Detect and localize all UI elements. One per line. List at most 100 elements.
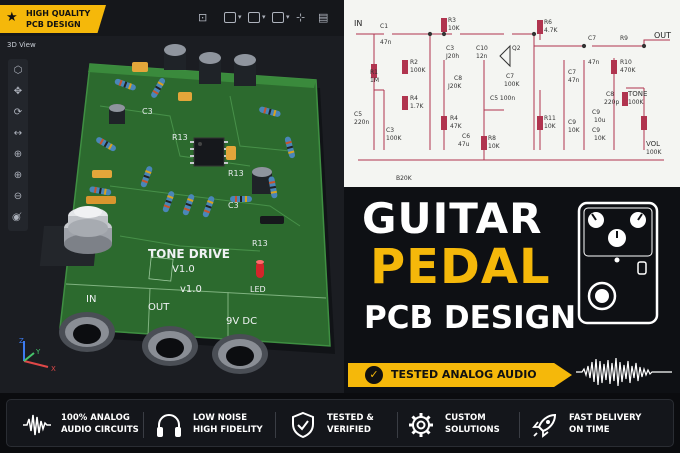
resistors <box>89 78 296 218</box>
footswitch <box>39 206 112 266</box>
tested-label: TESTED ANALOG AUDIO <box>391 368 537 381</box>
schem-val: 1M <box>370 77 379 84</box>
ruler-icon[interactable]: ⟋ <box>14 212 22 223</box>
board-version-1: V1.0 <box>172 264 195 275</box>
eye-icon[interactable]: ◉ <box>12 212 21 223</box>
input-jack <box>59 312 115 352</box>
title-panel: GUITAR PEDAL PCB DESIGN ✓ TESTED ANALOG … <box>344 187 680 393</box>
schem-vol-value: 100K <box>646 149 662 156</box>
schem-val: 10K <box>568 127 581 134</box>
schem-ref: C9 <box>592 127 600 134</box>
schem-ref: R11 <box>544 115 556 122</box>
transistor-symbol <box>499 44 511 68</box>
schem-ref: R3 <box>448 17 456 24</box>
axis-y-label: Y <box>35 348 41 356</box>
view-label: 3D View <box>7 41 36 49</box>
move-icon[interactable]: ✥ <box>13 86 23 97</box>
badge-line2: PCB DESIGN <box>26 20 81 29</box>
schem-val: 47n <box>588 59 600 66</box>
schem-val: 4.7K <box>544 27 559 34</box>
schem-bottom-label: B20K <box>396 175 413 182</box>
schem-val: 10K <box>544 123 557 130</box>
ref-c3-a: C3 <box>142 107 153 116</box>
pcb-render: R13 C3 R13 C3 R13 TONE DRIVE V1.0 v1.0 L… <box>39 44 335 374</box>
schem-val: J20h <box>445 53 459 60</box>
camera-view-icon[interactable]: ⊡ <box>198 10 208 24</box>
feature-delivery-line1: FAST DELIVERY <box>569 413 642 423</box>
ref-r13-a: R13 <box>172 133 188 142</box>
view-cube-dropdown[interactable]: ▾ <box>224 9 242 25</box>
zoom-in-icon[interactable]: ⊕ <box>13 170 23 181</box>
schem-ref: C6 <box>462 133 470 140</box>
schem-ref: R2 <box>410 59 418 66</box>
output-jack <box>142 326 198 366</box>
settings-panel-icon[interactable]: ▤ <box>318 10 329 24</box>
display-mode-dropdown[interactable]: ▾ <box>248 9 266 25</box>
schem-val: 10K <box>488 143 501 150</box>
schem-val: 220n <box>354 119 369 126</box>
pcb-3d-viewer[interactable]: ★ HIGH QUALITY PCB DESIGN ⊡ ▾ ▾ ▾ ⊹ ▤ 3D… <box>0 0 344 393</box>
layer-dropdown[interactable]: ▾ <box>272 9 290 25</box>
rocket-icon <box>532 413 557 438</box>
feature-noise-line2: HIGH FIDELITY <box>193 425 263 435</box>
schem-val: 47n <box>380 39 392 46</box>
led-label: LED <box>250 285 266 294</box>
schem-val: 10K <box>594 135 607 142</box>
feature-analog-line1: 100% ANALOG <box>61 413 130 423</box>
rotate-icon[interactable]: ⟳ <box>13 107 23 118</box>
schem-ref: C9 <box>592 109 600 116</box>
feature-noise-line1: LOW NOISE <box>193 413 248 423</box>
schem-val: 100K <box>504 81 520 88</box>
tested-analog-banner: ✓ TESTED ANALOG AUDIO <box>348 363 572 387</box>
fit-view-icon[interactable]: ⊹ <box>296 10 306 24</box>
feature-delivery-line2: ON TIME <box>569 425 610 435</box>
schem-ref: C7 <box>588 35 596 42</box>
schem-in-label: IN <box>354 19 362 28</box>
schem-tone-label: TONE <box>627 90 647 98</box>
schem-tone-value: 100K <box>628 99 644 106</box>
feature-divider <box>143 412 144 438</box>
shield-check-icon <box>292 411 314 439</box>
measure-icon[interactable]: ↔ <box>13 128 23 139</box>
waveform-icon <box>23 414 51 436</box>
led <box>256 260 264 278</box>
check-circle-icon: ✓ <box>365 366 383 384</box>
schem-ref: R6 <box>544 19 552 26</box>
power-jack <box>212 334 268 374</box>
schem-val: J20K <box>447 83 462 90</box>
board-version-2: v1.0 <box>180 284 202 295</box>
features-bar: 100% ANALOG AUDIO CIRCUITS LOW NOISE HIG… <box>0 393 680 453</box>
schem-val: 12n <box>476 53 488 60</box>
feature-custom-line1: CUSTOM <box>445 413 486 423</box>
jack-power-label: 9V DC <box>226 316 257 327</box>
feature-tested-line1: TESTED & <box>327 413 374 423</box>
feature-divider <box>275 412 276 438</box>
schem-ref: C10 <box>476 45 488 52</box>
zoom-out-icon[interactable]: ⊖ <box>13 191 23 202</box>
feature-divider <box>519 412 520 438</box>
schem-val: 10K <box>448 25 461 32</box>
ref-r13-b: R13 <box>228 169 244 178</box>
schem-val: 100K <box>386 135 402 142</box>
schem-vol-label: VOL <box>646 140 660 148</box>
target-icon[interactable]: ⊕ <box>13 149 23 160</box>
jack-in-label: IN <box>86 294 96 305</box>
electrolytic-capacitors <box>109 44 272 194</box>
features-strip: 100% ANALOG AUDIO CIRCUITS LOW NOISE HIG… <box>6 399 674 447</box>
schem-val: 470K <box>620 67 636 74</box>
axis-z-label: Z <box>19 337 24 345</box>
feature-divider <box>397 412 398 438</box>
schem-val: 47K <box>450 123 463 130</box>
jack-out-label: OUT <box>148 302 170 313</box>
feature-delivery: FAST DELIVERY ON TIME <box>531 400 661 448</box>
cube-icon[interactable]: ⬡ <box>13 65 23 76</box>
schem-ref: C8 <box>606 91 614 98</box>
schem-ref: C9 <box>568 119 576 126</box>
schem-ref: Q2 <box>512 45 521 52</box>
feature-noise: LOW NOISE HIGH FIDELITY <box>155 400 275 448</box>
schem-ref: R1 <box>370 69 378 76</box>
schem-ref: C5 <box>354 111 362 118</box>
headphones-icon <box>157 414 181 437</box>
star-icon: ★ <box>6 10 18 25</box>
